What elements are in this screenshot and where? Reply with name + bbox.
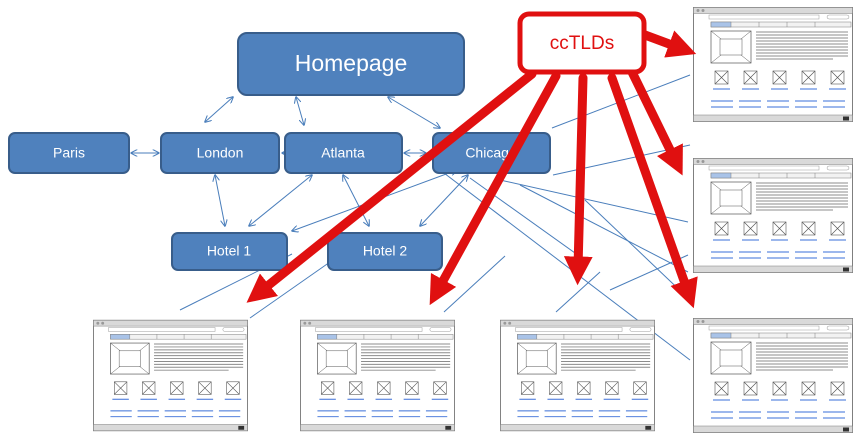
page-mockup-bottom-2 [300,319,455,432]
cctld-arrow-bottom-3 [563,73,593,286]
page-mockup-top-right [693,6,853,123]
connector-chicago-hotel2 [420,175,468,226]
connector-london-hotel1 [215,175,225,226]
node-hotel2-label: Hotel 2 [363,243,408,259]
node-hotel1-label: Hotel 1 [207,243,252,259]
cctld-arrows [246,30,698,309]
cctld-arrow-top-right [640,30,697,58]
page-mockup-bottom-4 [693,317,853,434]
node-homepage-label: Homepage [295,50,408,76]
cctld-arrow-bottom-4 [607,73,698,309]
page-link-lines [179,74,691,361]
page-mockup-bottom-3 [500,319,655,432]
connector-homepage-chicago [388,97,440,128]
node-atlanta: Atlanta [284,132,403,174]
node-atlanta-label: Atlanta [321,145,365,161]
node-homepage: Homepage [237,32,465,96]
page-mockup-mid-right [693,157,853,274]
cctld-callout: ccTLDs [517,11,647,75]
connector-atlanta-hotel1 [249,175,312,226]
cctld-arrow-bottom-2 [429,71,561,306]
node-paris: Paris [8,132,130,174]
node-connectors [131,97,468,231]
node-paris-label: Paris [53,145,85,161]
page-mockup-bottom-1 [93,319,248,432]
cctld-arrow-mid-right [627,67,683,176]
node-chicago-label: Chicago [465,145,517,161]
connector-homepage-atlanta [296,97,304,125]
node-london-label: London [197,145,244,161]
node-hotel1: Hotel 1 [171,232,288,271]
cctld-arrow-bottom-1 [246,69,537,303]
node-london: London [160,132,280,174]
cctld-label: ccTLDs [550,33,614,54]
node-hotel2: Hotel 2 [327,232,443,271]
connector-homepage-london [205,97,233,122]
